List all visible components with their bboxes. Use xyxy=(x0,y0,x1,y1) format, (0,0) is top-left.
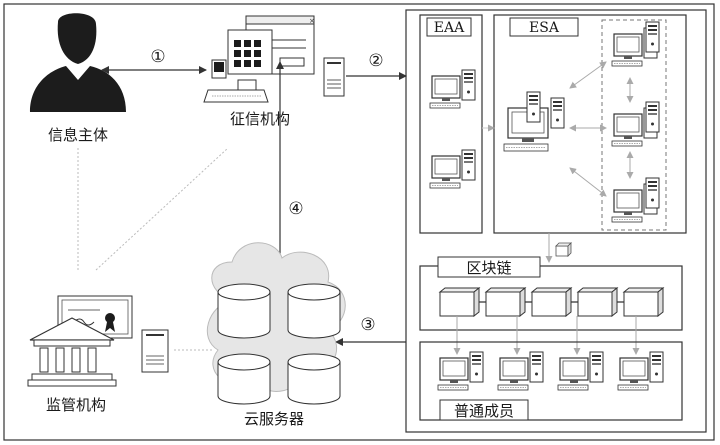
esa-peer-2 xyxy=(612,101,660,146)
block-3 xyxy=(531,287,572,317)
info-subject-label: 信息主体 xyxy=(48,126,108,144)
system-container xyxy=(405,9,707,433)
esa-title-box xyxy=(509,17,579,37)
member-2 xyxy=(498,352,543,390)
block-cube-icon xyxy=(439,287,480,317)
step-1-label: ① xyxy=(150,47,165,67)
esa-link-3 xyxy=(569,167,607,197)
svg-text:×: × xyxy=(309,17,315,25)
eaa-workstation-1 xyxy=(430,70,475,108)
agency-building-icon: × xyxy=(203,15,315,103)
member-1 xyxy=(438,352,483,390)
eaa-box xyxy=(419,14,483,234)
blockchain-label: 区块链 xyxy=(466,259,511,277)
members-panel xyxy=(419,341,683,421)
tower-server-icon xyxy=(550,97,565,129)
eaa-label: EAA xyxy=(434,20,465,36)
esa-peer-3 xyxy=(612,177,660,222)
step-3-label: ③ xyxy=(360,315,375,335)
blockchain-panel xyxy=(419,265,683,331)
agency-server-icon xyxy=(323,57,345,97)
outer-frame xyxy=(3,3,715,441)
workstation-icon xyxy=(430,70,475,108)
members-title-box xyxy=(439,399,529,421)
block-5 xyxy=(623,287,664,317)
members-label: 普通成员 xyxy=(454,402,514,420)
esa-peer-1 xyxy=(612,21,660,66)
eaa-workstation-2 xyxy=(430,150,475,188)
esa-central-workstation xyxy=(503,91,565,152)
government-building-icon xyxy=(27,317,117,387)
step-4-label: ④ xyxy=(288,199,303,219)
dotted-regulator-agency xyxy=(95,147,229,271)
esa-link-1 xyxy=(569,61,607,89)
esa-label: ESA xyxy=(529,20,560,36)
esa-box xyxy=(493,14,687,234)
workstation-icon xyxy=(430,150,475,188)
step-2-label: ② xyxy=(368,51,383,71)
block-4 xyxy=(577,287,618,317)
regulator-label: 监管机构 xyxy=(46,396,106,414)
member-3 xyxy=(558,352,603,390)
person-silhouette-icon xyxy=(30,13,126,112)
regulator-server-icon xyxy=(141,329,169,373)
cloud-server-label: 云服务器 xyxy=(244,410,304,428)
member-4 xyxy=(618,352,663,390)
credit-agency-label: 征信机构 xyxy=(230,110,290,128)
block-2 xyxy=(485,287,526,317)
block-cube-small xyxy=(555,242,572,257)
blockchain-title-box xyxy=(437,256,541,278)
eaa-title-box xyxy=(426,17,472,37)
cloud-database-icon xyxy=(206,242,346,405)
block-1 xyxy=(439,287,480,317)
